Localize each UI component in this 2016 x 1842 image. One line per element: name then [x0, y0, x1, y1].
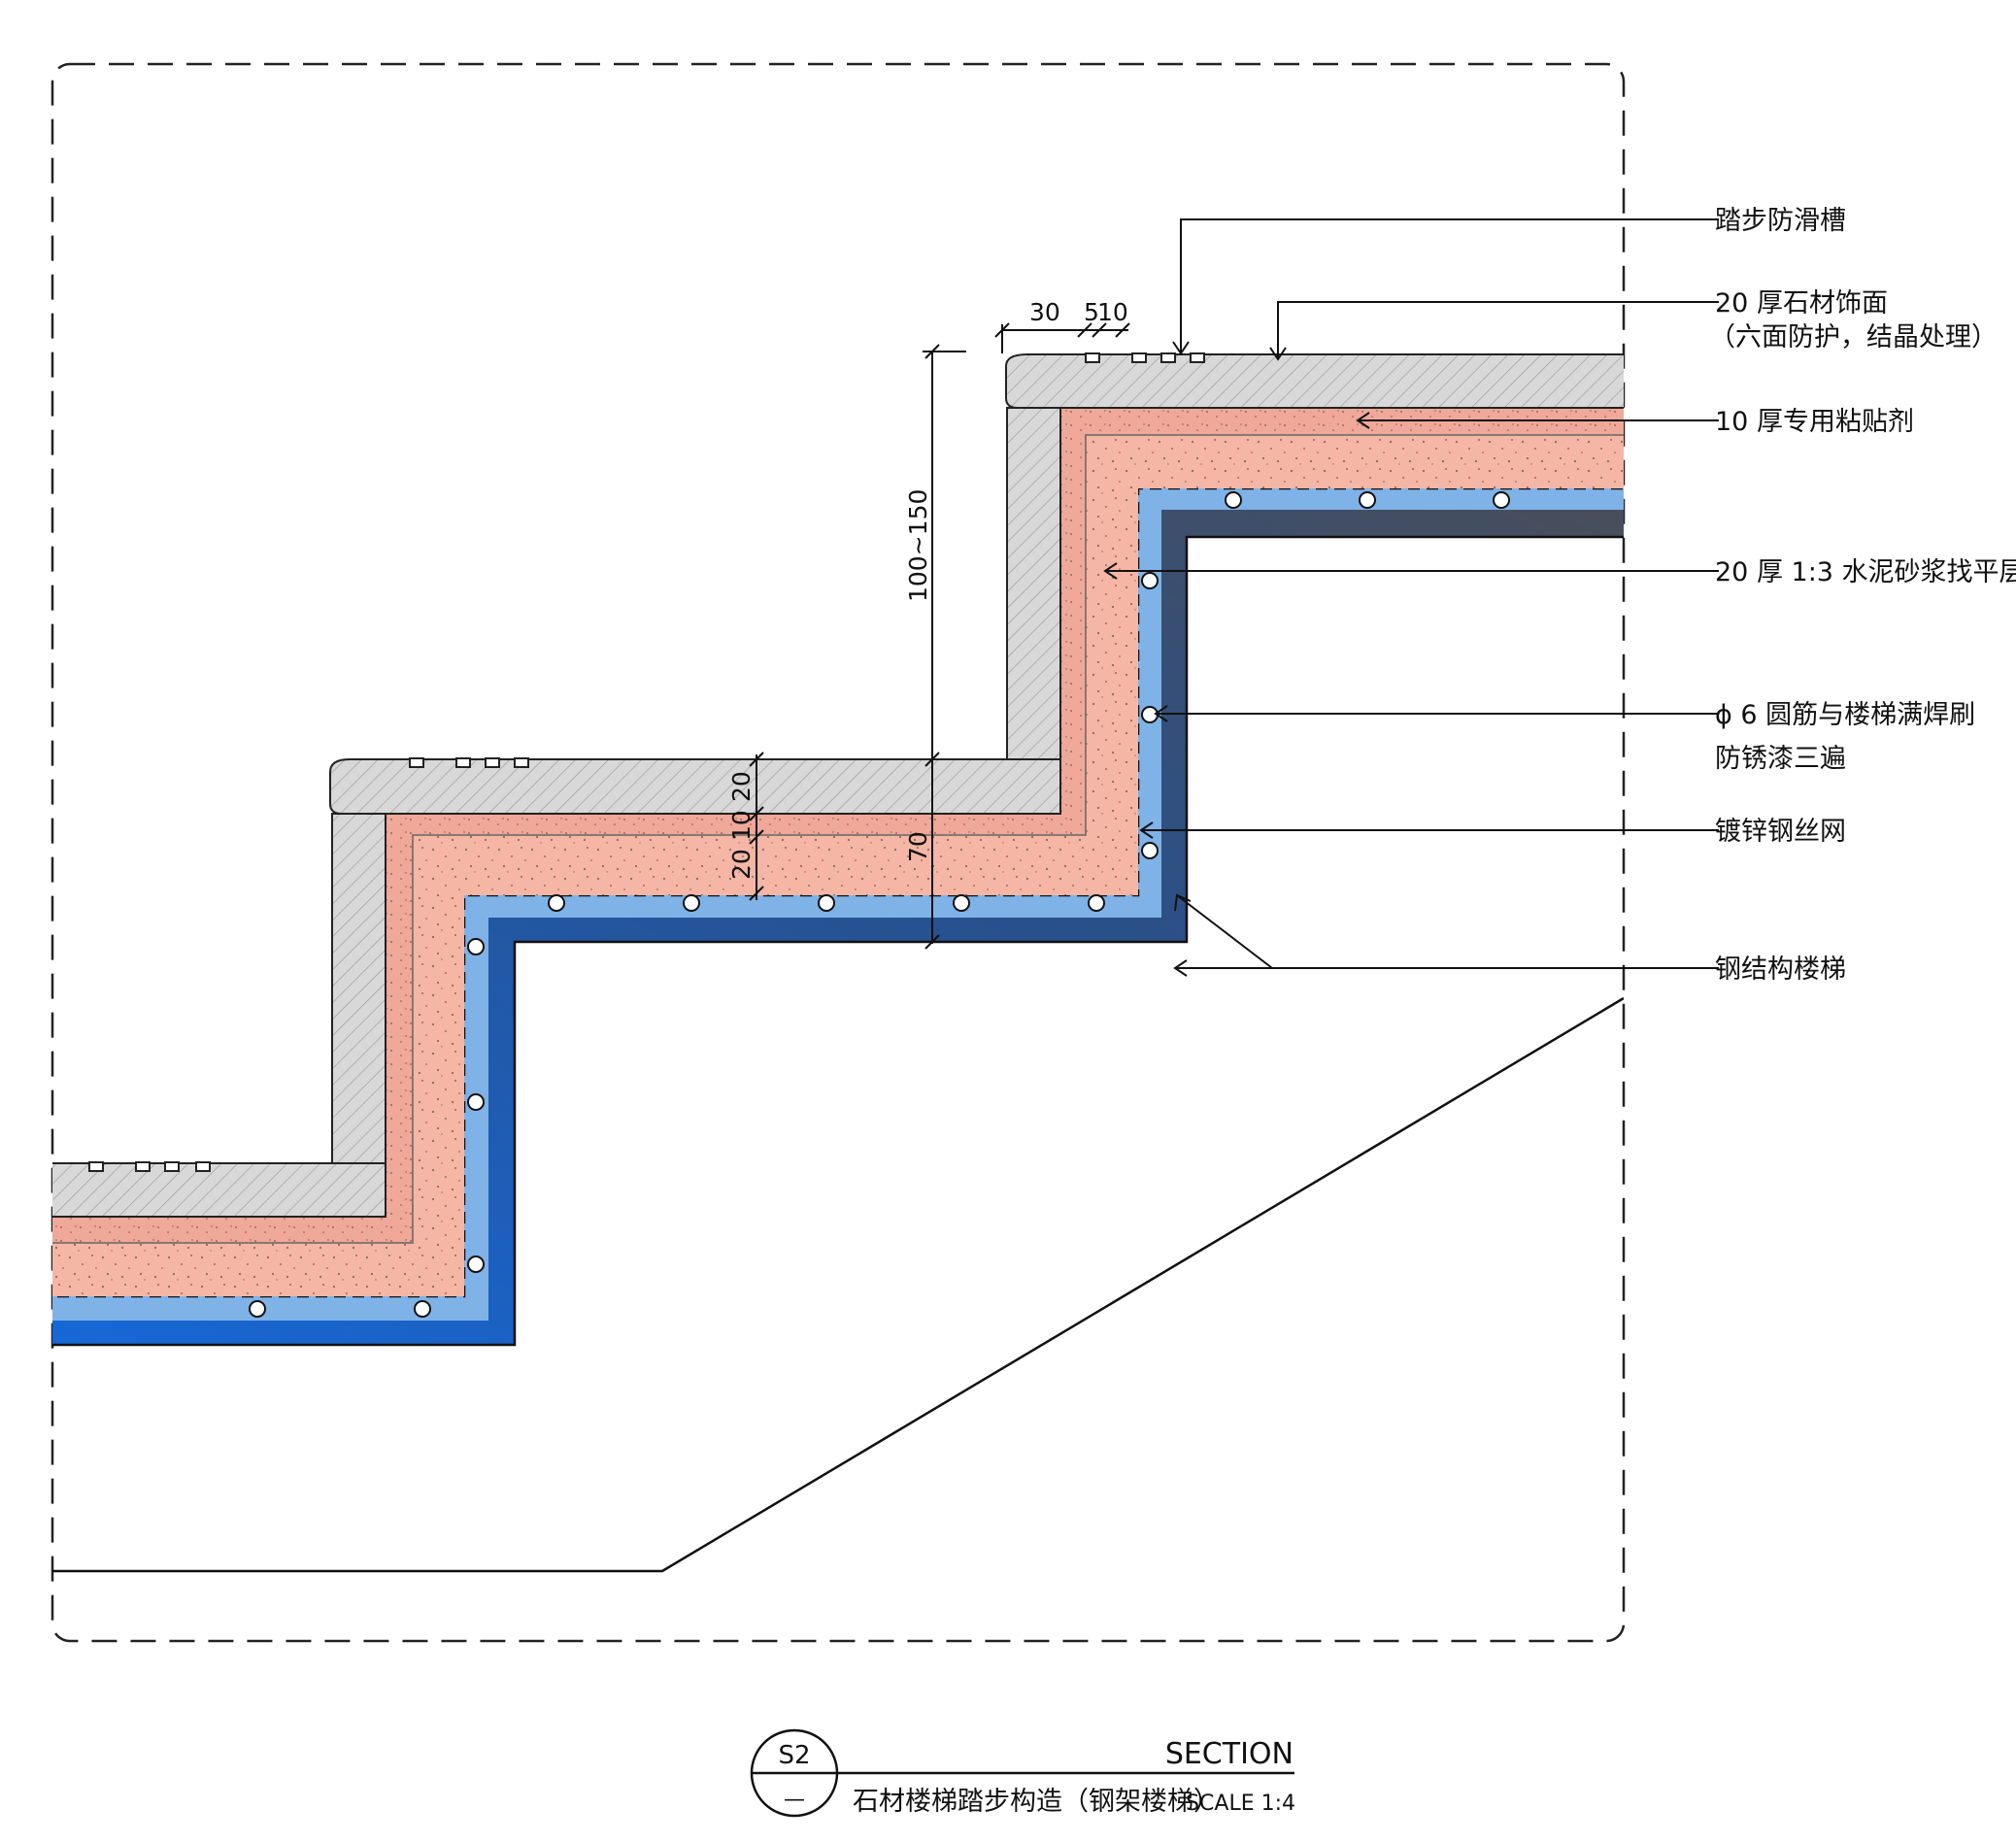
dimension-lines	[749, 322, 1130, 950]
title-scale: SCALE 1:4	[1186, 1792, 1295, 1816]
callout-anti-slip-groove: 踏步防滑槽	[1715, 206, 1846, 236]
stone-tread-middle	[329, 758, 1061, 815]
callout-stone-finish-line1: 20 厚石材饰面	[1715, 288, 1888, 318]
stone-riser-lower	[331, 813, 386, 1164]
callout-adhesive: 10 厚专用粘贴剂	[1715, 407, 1914, 437]
stone-tread-lower	[52, 1162, 386, 1218]
dim-riser-height: 100~150	[904, 489, 932, 602]
dim-adhesive-thk: 10	[727, 810, 756, 841]
dim-groove-a: 5	[1084, 298, 1099, 326]
wire-mesh-zone	[52, 488, 1624, 1321]
rebar-circles	[249, 491, 1510, 1318]
callout-stone-finish-line2: （六面防护，结晶处理）	[1709, 322, 1998, 352]
callout-rebar-line2: 防锈漆三遍	[1715, 744, 1846, 774]
detail-frame	[50, 62, 1626, 1643]
callout-rebar-line1: ϕ 6 圆筋与楼梯满焊刷	[1715, 700, 1975, 730]
callout-steel-stair: 钢结构楼梯	[1715, 954, 1846, 985]
callout-mortar: 20 厚 1:3 水泥砂浆找平层	[1715, 557, 2016, 587]
title-block: S2 — SECTION 石材楼梯踏步构造（钢架楼梯） SCALE 1:4	[750, 1728, 1295, 1818]
detail-tag-sheet: —	[784, 1788, 805, 1812]
stone-tread-upper	[1005, 353, 1624, 409]
dim-nosing: 30	[1029, 298, 1060, 326]
stone-riser-upper	[1006, 407, 1061, 760]
mortar-leveling-layer	[52, 435, 1624, 1296]
adhesive-layer	[52, 408, 1624, 1243]
dim-total-thk: 70	[904, 831, 932, 862]
detail-tag-number: S2	[778, 1741, 810, 1770]
callout-wire-mesh: 镀锌钢丝网	[1715, 817, 1846, 847]
title-main: 石材楼梯踏步构造（钢架楼梯）	[853, 1787, 1220, 1817]
dim-stone-thk: 20	[727, 771, 756, 802]
dim-groove-b: 10	[1097, 298, 1128, 326]
anti-slip-grooves	[88, 352, 1205, 1172]
title-heading: SECTION	[1165, 1737, 1294, 1771]
dim-mortar-thk: 20	[727, 849, 756, 880]
stair-underside-line	[52, 996, 1624, 1573]
leader-lines	[1103, 218, 1719, 977]
